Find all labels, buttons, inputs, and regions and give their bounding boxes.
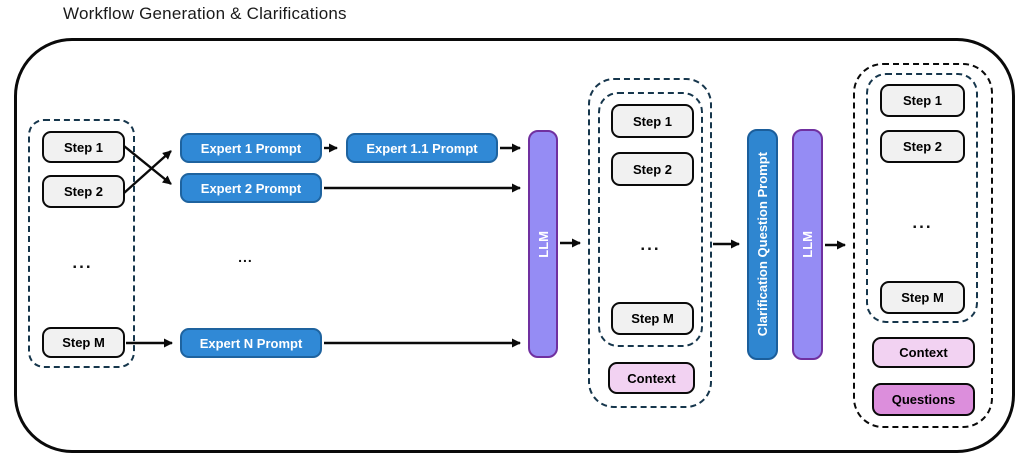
generated-step-m: Step M: [611, 302, 694, 335]
input-workflow-group: [28, 119, 135, 368]
final-workflow-outer-group: [853, 63, 993, 428]
input-step-m: Step M: [42, 327, 125, 358]
clarification-question-prompt-label: Clarification Question Prompt: [755, 152, 770, 337]
expert-2-prompt: Expert 2 Prompt: [180, 173, 322, 203]
llm-1-label: LLM: [535, 230, 551, 258]
outer-frame: [14, 38, 1015, 453]
llm-box-1: LLM: [528, 130, 558, 358]
expert-prompts-ellipsis: ...: [238, 249, 253, 265]
final-step-2: Step 2: [880, 130, 965, 163]
generated-step-2: Step 2: [611, 152, 694, 186]
input-step-2: Step 2: [42, 175, 125, 208]
generated-workflow-outer-group: [588, 78, 712, 408]
final-workflow-steps-group: [866, 73, 978, 323]
llm-2-label: LLM: [800, 231, 815, 258]
generated-step-1: Step 1: [611, 104, 694, 138]
final-context: Context: [872, 337, 975, 368]
clarification-question-prompt-box: Clarification Question Prompt: [747, 129, 778, 360]
final-step-1: Step 1: [880, 84, 965, 117]
final-steps-ellipsis: ...: [912, 213, 933, 232]
generated-context: Context: [608, 362, 695, 394]
input-step-1: Step 1: [42, 131, 125, 163]
expert-1-prompt: Expert 1 Prompt: [180, 133, 322, 163]
generated-workflow-steps-group: [598, 92, 703, 347]
input-steps-ellipsis: ...: [72, 253, 93, 272]
expert-1-1-prompt: Expert 1.1 Prompt: [346, 133, 498, 163]
llm-box-2: LLM: [792, 129, 823, 360]
diagram-title: Workflow Generation & Clarifications: [63, 4, 347, 23]
final-step-m: Step M: [880, 281, 965, 314]
final-questions: Questions: [872, 383, 975, 416]
expert-n-prompt: Expert N Prompt: [180, 328, 322, 358]
generated-steps-ellipsis: ...: [640, 235, 661, 254]
